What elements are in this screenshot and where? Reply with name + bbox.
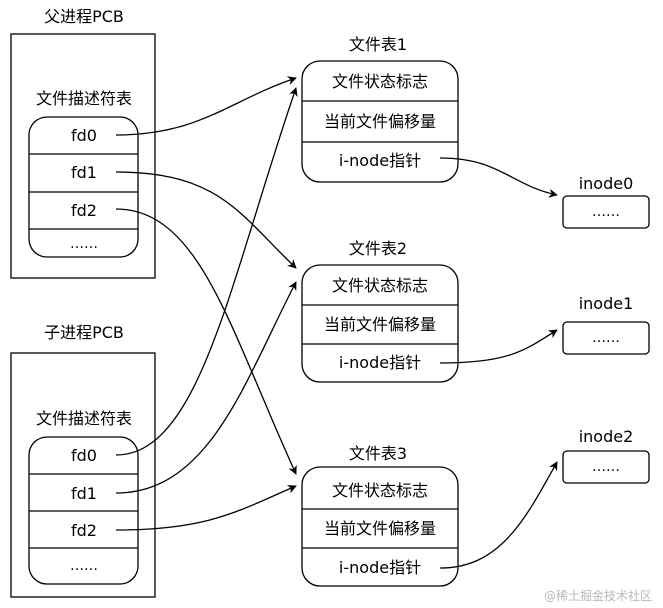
- child-pcb-title: 子进程PCB: [44, 323, 124, 342]
- file-table-3-inode-pointer: i-node指针: [339, 558, 421, 577]
- file-table-2-offset: 当前文件偏移量: [324, 315, 436, 334]
- parent-fd2: fd2: [71, 201, 97, 220]
- watermark: @稀土掘金技术社区: [544, 588, 652, 603]
- inode-2-box: [562, 450, 650, 484]
- file-table-1-title: 文件表1: [349, 35, 407, 54]
- file-table-2-box: [301, 264, 459, 383]
- inode-2: inode2 ……: [562, 427, 650, 484]
- file-table-3: 文件表3 文件状态标志 当前文件偏移量 i-node指针: [301, 444, 459, 587]
- arrow-file-table-3-to-inode-2: [439, 461, 558, 569]
- child-fd0: fd0: [71, 446, 97, 465]
- arrow-child-fd2-to-file-table-3: [115, 485, 297, 531]
- inode-0: inode0 ……: [562, 174, 650, 229]
- file-table-3-box: [301, 466, 459, 587]
- file-table-2: 文件表2 文件状态标志 当前文件偏移量 i-node指针: [301, 239, 459, 383]
- inode-1: inode1 ……: [562, 294, 650, 355]
- file-table-1-inode-pointer: i-node指针: [339, 151, 421, 170]
- file-table-3-offset: 当前文件偏移量: [324, 519, 436, 538]
- arrow-parent-fd1-to-file-table-2: [115, 171, 297, 269]
- file-table-1-offset: 当前文件偏移量: [324, 112, 436, 131]
- arrow-parent-fd2-to-file-table-3: [115, 208, 297, 475]
- inode-1-content: ……: [592, 330, 620, 346]
- parent-fd-table: [28, 116, 139, 258]
- parent-fd-ellipsis: ……: [70, 236, 98, 252]
- inode-2-title: inode2: [579, 427, 634, 446]
- parent-pcb: 父进程PCB 文件描述符表 fd0 fd1 fd2 ……: [10, 7, 156, 279]
- file-table-3-status-flags: 文件状态标志: [332, 481, 428, 500]
- file-table-2-status-flags: 文件状态标志: [332, 276, 428, 295]
- child-fd1: fd1: [71, 484, 97, 503]
- arrow-parent-fd0-to-file-table-1: [115, 76, 297, 136]
- arrow-child-fd1-to-file-table-2: [115, 281, 297, 494]
- child-fd-ellipsis: ……: [70, 558, 98, 574]
- file-table-1-box: [301, 60, 459, 183]
- parent-fd-table-label: 文件描述符表: [36, 89, 132, 108]
- inode-0-box: [562, 195, 650, 229]
- arrow-child-fd0-to-file-table-1: [115, 87, 298, 456]
- child-fd-table-label: 文件描述符表: [36, 409, 132, 428]
- parent-fd0: fd0: [71, 126, 97, 145]
- arrow-file-table-1-to-inode-0: [439, 157, 558, 198]
- inode-2-content: ……: [592, 459, 620, 475]
- file-table-2-inode-pointer: i-node指针: [339, 353, 421, 372]
- file-table-1: 文件表1 文件状态标志 当前文件偏移量 i-node指针: [301, 35, 459, 183]
- child-pcb: 子进程PCB 文件描述符表 fd0 fd1 fd2 ……: [10, 323, 156, 598]
- parent-fd1: fd1: [71, 163, 97, 182]
- child-fd2: fd2: [71, 521, 97, 540]
- parent-pcb-title: 父进程PCB: [44, 7, 124, 26]
- file-table-3-title: 文件表3: [349, 444, 407, 463]
- inode-1-box: [562, 321, 650, 355]
- arrow-file-table-2-to-inode-1: [439, 329, 558, 364]
- inode-1-title: inode1: [579, 294, 634, 313]
- file-table-1-status-flags: 文件状态标志: [332, 72, 428, 91]
- file-table-2-title: 文件表2: [349, 239, 407, 258]
- inode-0-title: inode0: [579, 174, 634, 193]
- inode-0-content: ……: [592, 204, 620, 220]
